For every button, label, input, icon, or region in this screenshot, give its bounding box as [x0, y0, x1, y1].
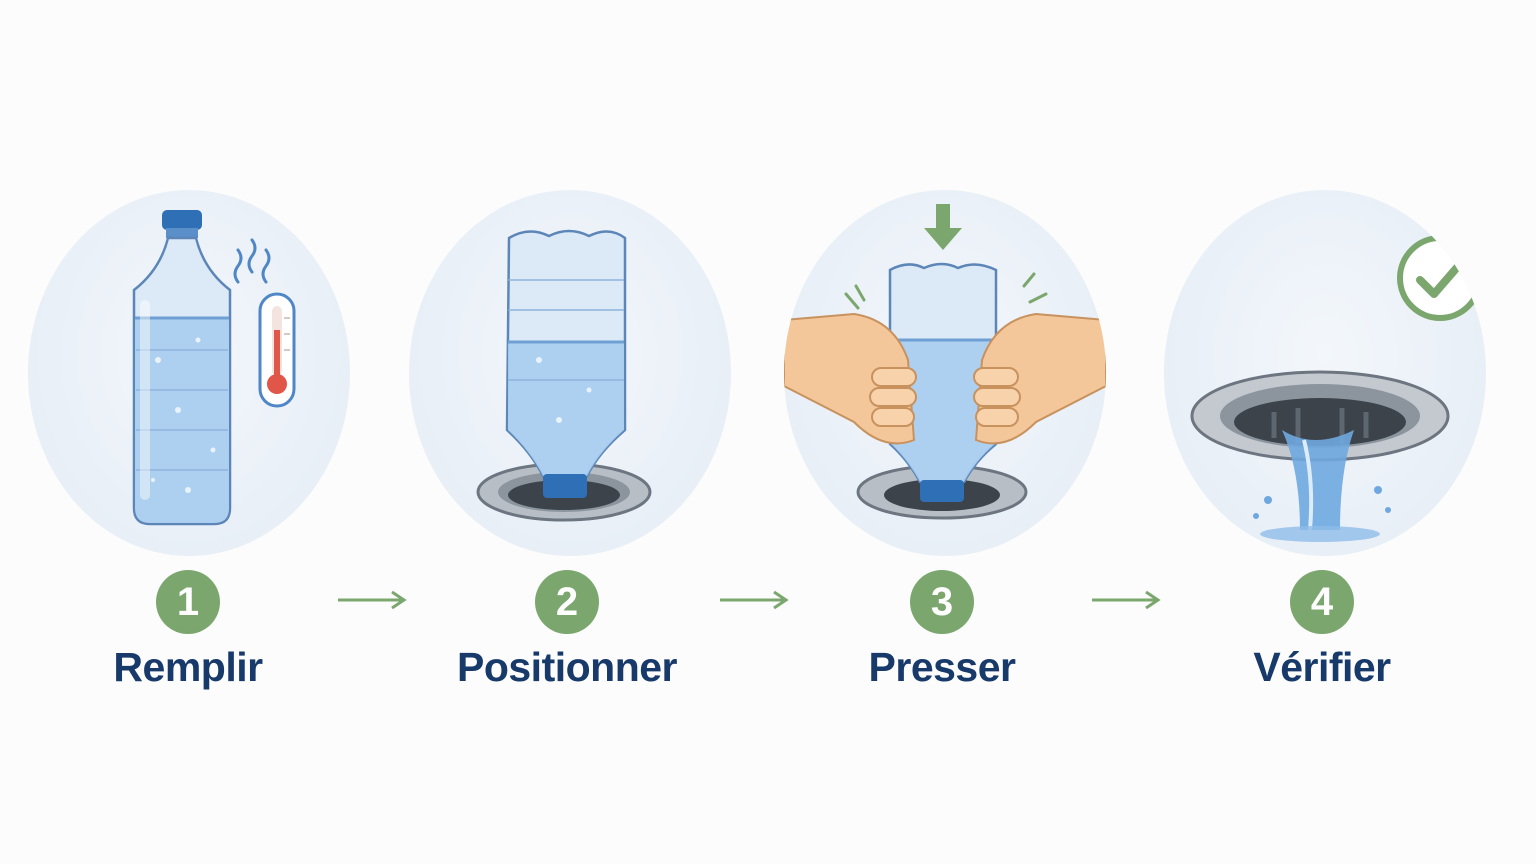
step-number-badge: 3 — [910, 570, 974, 634]
step-4: 4 Vérifier — [1142, 0, 1502, 864]
step-number-badge: 4 — [1290, 570, 1354, 634]
drain-icon — [1190, 370, 1450, 462]
hands-squeezing-icon — [784, 312, 1106, 445]
step-2-illustration — [409, 190, 731, 556]
step-label: Vérifier — [1253, 644, 1391, 690]
step-3: 3 Presser — [762, 0, 1122, 864]
step-label: Presser — [868, 644, 1016, 690]
inverted-bottle-icon — [888, 262, 998, 502]
step-2: 2 Positionner — [387, 0, 747, 864]
right-arrow-icon — [1090, 588, 1162, 612]
water-flow-icon — [1253, 430, 1391, 542]
heat-waves-icon — [233, 238, 271, 284]
checkmark-icon — [1397, 235, 1483, 321]
step-4-illustration — [1164, 190, 1486, 556]
water-bottle-icon — [132, 210, 232, 526]
step-number-badge: 1 — [156, 570, 220, 634]
press-down-arrow-icon — [844, 204, 1048, 310]
step-number-badge: 2 — [535, 570, 599, 634]
inverted-bottle-icon — [505, 229, 627, 498]
thermometer-icon — [258, 292, 296, 408]
step-1-illustration — [28, 190, 350, 556]
step-label: Positionner — [456, 644, 678, 690]
right-arrow-icon — [718, 588, 790, 612]
step-3-illustration — [784, 190, 1106, 556]
step-label: Remplir — [113, 644, 263, 690]
right-arrow-icon — [336, 588, 408, 612]
step-1: 1 Remplir — [8, 0, 368, 864]
